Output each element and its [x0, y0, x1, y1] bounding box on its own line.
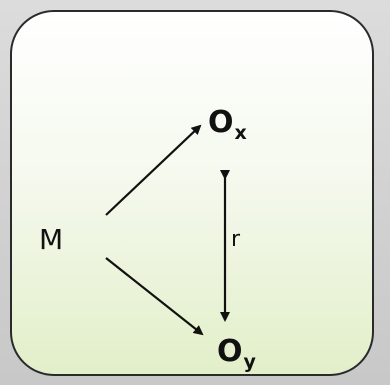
arrow-m-to-ox	[105, 124, 202, 216]
node-ox-main: O	[208, 105, 234, 140]
node-oy-label: Oy	[217, 334, 256, 372]
node-ox-subscript: x	[234, 122, 247, 144]
node-oy-subscript: y	[243, 351, 256, 373]
arrow-m-to-oy	[105, 257, 204, 336]
node-ox-label: Ox	[208, 105, 247, 143]
edge-r-label: r	[231, 227, 241, 252]
node-oy-main: O	[217, 334, 243, 369]
node-m-label: M	[39, 223, 64, 256]
diagram-panel	[10, 10, 374, 376]
